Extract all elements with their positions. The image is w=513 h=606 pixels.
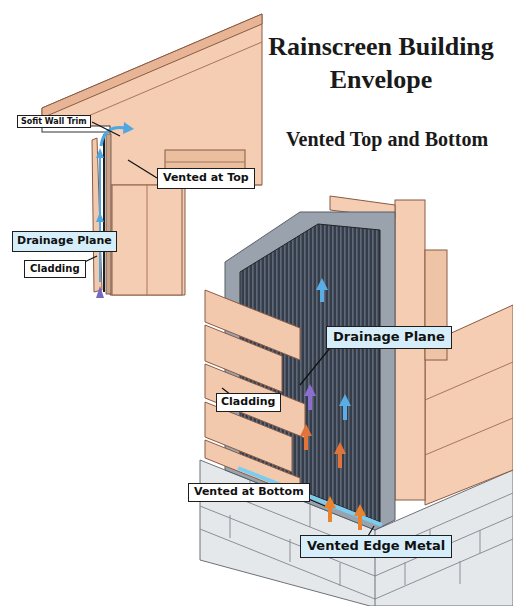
callout-text: Sofit Wall Trim — [21, 117, 87, 126]
callout-box: Vented Edge Metal — [300, 535, 452, 558]
callout-box: Vented at Bottom — [188, 483, 310, 502]
callout-text: Cladding — [30, 263, 80, 275]
leader-line — [128, 160, 157, 178]
airflow-head — [304, 384, 316, 396]
block-joint — [405, 562, 406, 585]
callout-box: Cladding — [24, 260, 86, 278]
grain-line — [165, 162, 245, 163]
airflow-line — [358, 514, 362, 530]
grain-line — [425, 362, 513, 400]
block-joint — [460, 561, 461, 584]
airflow-head — [96, 148, 104, 158]
callout-box: Drainage Plane — [12, 231, 117, 252]
airflow-line — [304, 434, 308, 450]
airflow-line — [328, 506, 332, 522]
stud — [395, 200, 425, 500]
callout-box: Drainage Plane — [326, 326, 452, 349]
airflow-head — [339, 394, 351, 406]
block-joint — [230, 515, 231, 538]
grain-line — [425, 418, 513, 455]
block-joint — [290, 539, 291, 562]
callout-text: Drainage Plane — [17, 235, 112, 248]
callout-text: Vented at Top — [163, 172, 249, 185]
airflow-line — [338, 452, 342, 468]
leader-line — [92, 122, 120, 136]
airflow-head — [300, 424, 312, 436]
roof-section — [42, 14, 262, 295]
block-joint — [310, 504, 311, 527]
airflow-curve — [101, 127, 126, 146]
airflow-head — [96, 286, 104, 298]
callout-text: Cladding — [221, 396, 276, 409]
airflow-head — [354, 504, 366, 516]
wall-stud — [112, 185, 182, 295]
leader-line — [300, 348, 330, 385]
airflow-head — [123, 122, 134, 134]
subtitle: Vented Top and Bottom — [262, 128, 512, 151]
airflow-head — [96, 212, 104, 222]
airflow-line — [320, 288, 324, 302]
callout-text: Vented Edge Metal — [307, 539, 445, 554]
airflow-head — [324, 496, 336, 508]
airflow-head — [334, 442, 346, 454]
sheathing — [106, 134, 111, 294]
roof-deck — [42, 14, 262, 118]
diagram-title: Rainscreen Building Envelope — [250, 30, 512, 96]
callout-box: Sofit Wall Trim — [17, 115, 91, 128]
callout-text: Vented at Bottom — [194, 486, 304, 499]
grain-line — [147, 185, 148, 295]
airflow-head — [316, 278, 328, 290]
block-joint — [340, 563, 341, 586]
block-joint — [480, 530, 481, 553]
callout-box: Vented at Top — [157, 168, 255, 189]
airflow-line — [308, 394, 312, 410]
airflow-line — [343, 404, 347, 420]
callout-text: Drainage Plane — [333, 330, 445, 345]
callout-box: Cladding — [216, 393, 281, 412]
